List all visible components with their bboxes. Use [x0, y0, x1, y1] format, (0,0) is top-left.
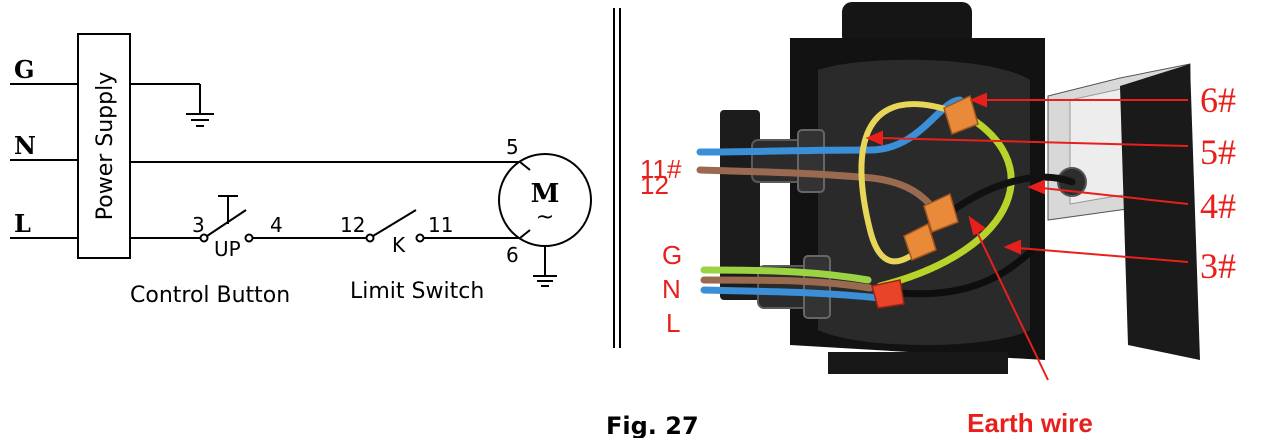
- power-supply-box: [77, 33, 131, 259]
- connector-top: [943, 94, 979, 135]
- limit-switch-mark: K: [392, 233, 406, 257]
- label-input-l: L: [666, 308, 680, 338]
- motor-terminal-5: 5: [506, 135, 519, 159]
- connector-lower-left: [903, 222, 937, 262]
- wire-connectors: [871, 94, 979, 309]
- wire-bundle: [696, 96, 1076, 302]
- blue-wire-upper: [696, 96, 964, 156]
- mounting-plate: [720, 110, 760, 300]
- cable-gland-lower: [757, 255, 831, 319]
- blue-wire-lower: [700, 286, 884, 302]
- connector-middle: [923, 192, 959, 233]
- label-wire-12: 12: [640, 170, 669, 200]
- control-button-caption: Control Button: [130, 283, 290, 308]
- control-button-mark: UP: [214, 237, 241, 261]
- label-wire-5: 5#: [1200, 132, 1236, 172]
- arrow-5: [879, 137, 1189, 147]
- label-input-g: G: [662, 240, 682, 270]
- arrow-4: [1041, 187, 1189, 205]
- ground-label: G: [14, 55, 35, 84]
- connector-bottom: [871, 279, 905, 309]
- limit-switch-symbol: [365, 209, 425, 243]
- annotation-arrows: [865, 92, 1189, 381]
- live-label: L: [14, 209, 31, 238]
- label-wire-3: 3#: [1200, 246, 1236, 286]
- cable-gland-upper: [751, 129, 825, 193]
- junction-box-photo: [696, 2, 1200, 374]
- black-wire-4: [936, 173, 1076, 224]
- motor-bottom-lead: [519, 229, 531, 239]
- green-yellow-earth-wire: [876, 108, 1015, 290]
- lid-plate: [1120, 64, 1200, 360]
- control-button-switch: [199, 195, 254, 243]
- label-wire-11: 11#: [640, 154, 682, 184]
- black-wire-3: [886, 248, 1034, 298]
- motor-top-lead: [519, 161, 531, 171]
- limit-switch-terminal-11: 11: [428, 213, 453, 237]
- limit-switch-caption: Limit Switch: [350, 279, 484, 304]
- motor-body-top: [842, 2, 972, 46]
- label-wire-4: 4#: [1200, 186, 1236, 226]
- label-wire-6: 6#: [1200, 80, 1236, 120]
- green-wire-lower: [700, 266, 872, 284]
- label-earth-wire: Earth wire: [967, 408, 1093, 438]
- motor-body-bottom: [828, 352, 1008, 374]
- arrow-3: [1017, 247, 1189, 263]
- ground-symbol: [186, 113, 214, 127]
- figure-caption: Fig. 27: [606, 412, 699, 438]
- motor-ground-symbol: [533, 275, 557, 287]
- figure-divider: [613, 8, 621, 348]
- neutral-label: N: [14, 131, 36, 160]
- label-input-n: N: [662, 274, 681, 304]
- limit-switch-terminal-12: 12: [340, 213, 365, 237]
- control-button-terminal-3: 3: [192, 213, 205, 237]
- brown-wire-lower: [700, 276, 874, 292]
- motor-terminal-6: 6: [506, 243, 519, 267]
- yellow-loop-wire: [858, 101, 958, 265]
- motor-letter: M: [531, 179, 560, 209]
- power-supply-label: Power Supply: [93, 72, 118, 220]
- motor-ac-symbol: ~: [536, 205, 554, 230]
- control-button-terminal-4: 4: [270, 213, 283, 237]
- arrow-earth-wire: [975, 229, 1049, 381]
- wiring-schematic: [10, 33, 592, 287]
